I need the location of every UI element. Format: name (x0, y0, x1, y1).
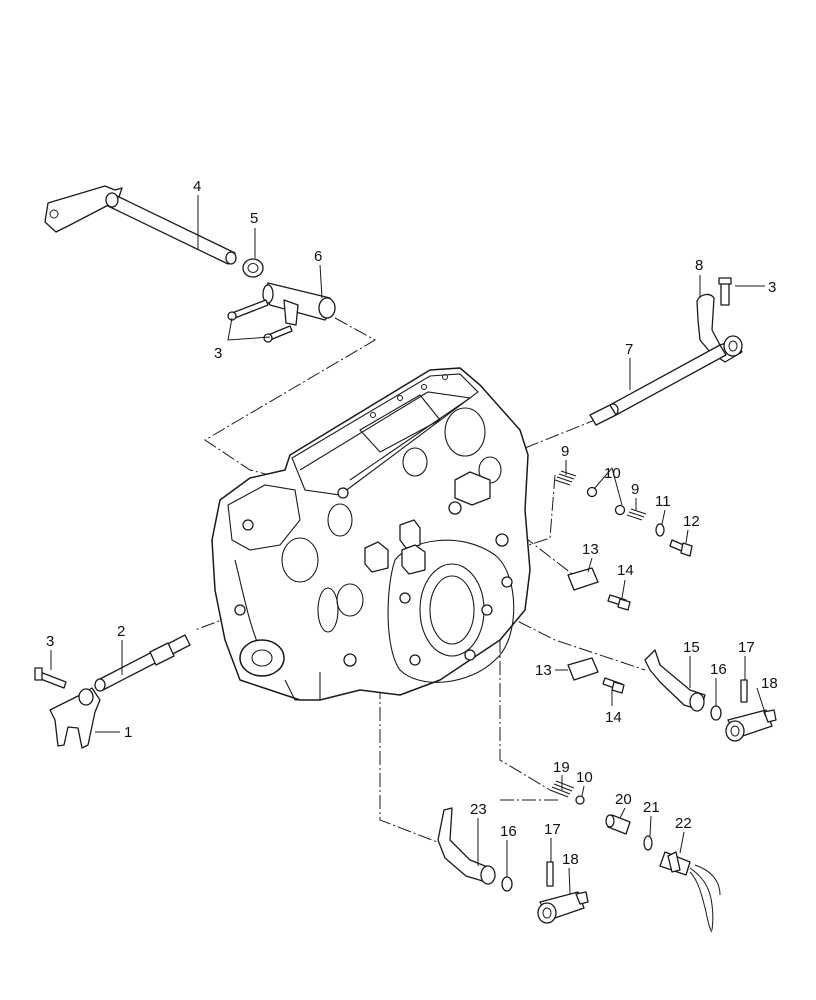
part-3-bolt-right (718, 277, 732, 306)
callout-3: 3 (214, 345, 222, 362)
part-3-bolts-upper (227, 299, 293, 343)
part-15-shift-lever (644, 649, 706, 712)
part-22-switch (659, 851, 721, 933)
callout-16: 16 (500, 823, 517, 840)
callout-2: 2 (117, 623, 125, 640)
callout-1: 1 (124, 724, 132, 741)
callout-23: 23 (470, 801, 487, 818)
part-19-spring (549, 780, 575, 798)
callout-10: 10 (604, 465, 621, 482)
callout-13: 13 (582, 541, 599, 558)
callout-19: 19 (553, 759, 570, 776)
callout-5: 5 (250, 210, 258, 227)
part-3-bolt-left (34, 667, 67, 689)
callout-16: 16 (710, 661, 727, 678)
part-18-collar-upper (725, 709, 777, 742)
callout-8: 8 (695, 257, 703, 274)
callout-18: 18 (562, 851, 579, 868)
callout-9: 9 (631, 481, 639, 498)
part-4-lever-shaft (44, 185, 237, 265)
callout-labels: 4 5 6 3 8 3 7 9 10 9 11 12 13 14 3 2 1 1… (46, 178, 778, 868)
callout-12: 12 (683, 513, 700, 530)
part-20-plunger (605, 814, 631, 835)
part-10-ball-lower (575, 795, 585, 805)
part-16-ring-upper (710, 705, 722, 721)
part-14-bolt-upper (607, 594, 631, 611)
callout-13: 13 (535, 662, 552, 679)
part-21-washer (643, 835, 653, 851)
callout-7: 7 (625, 341, 633, 358)
part-16-ring-lower (501, 876, 513, 892)
callout-21: 21 (643, 799, 660, 816)
callout-14: 14 (605, 709, 622, 726)
part-23-shift-lever (437, 807, 496, 885)
part-17-pin-lower (546, 861, 554, 887)
callout-4: 4 (193, 178, 201, 195)
callout-9: 9 (561, 443, 569, 460)
part-13-plate-upper (567, 567, 599, 591)
callout-17: 17 (738, 639, 755, 656)
part-6-shift-arm (262, 282, 336, 326)
part-2-shaft (94, 634, 191, 692)
part-8-shift-fork (696, 293, 743, 363)
callout-3: 3 (46, 633, 54, 650)
part-7-shaft (589, 344, 727, 426)
callout-3: 3 (768, 279, 776, 296)
callout-20: 20 (615, 791, 632, 808)
transmission-housing (211, 367, 531, 701)
part-17-pin-upper (740, 679, 748, 703)
callout-10: 10 (576, 769, 593, 786)
part-13-plate-lower (567, 657, 599, 681)
part-1-shift-fork (49, 687, 101, 749)
leader-lines (50, 195, 767, 895)
parts-9-10-11-12-detent (554, 470, 693, 557)
callout-14: 14 (617, 562, 634, 579)
callout-11: 11 (655, 493, 671, 510)
part-5-ring (242, 258, 264, 278)
callout-15: 15 (683, 639, 700, 656)
callout-6: 6 (314, 248, 322, 265)
callout-17: 17 (544, 821, 561, 838)
part-14-bolt-lower (602, 677, 625, 694)
callout-22: 22 (675, 815, 692, 832)
part-18-collar-lower (537, 891, 589, 924)
callout-18: 18 (761, 675, 778, 692)
